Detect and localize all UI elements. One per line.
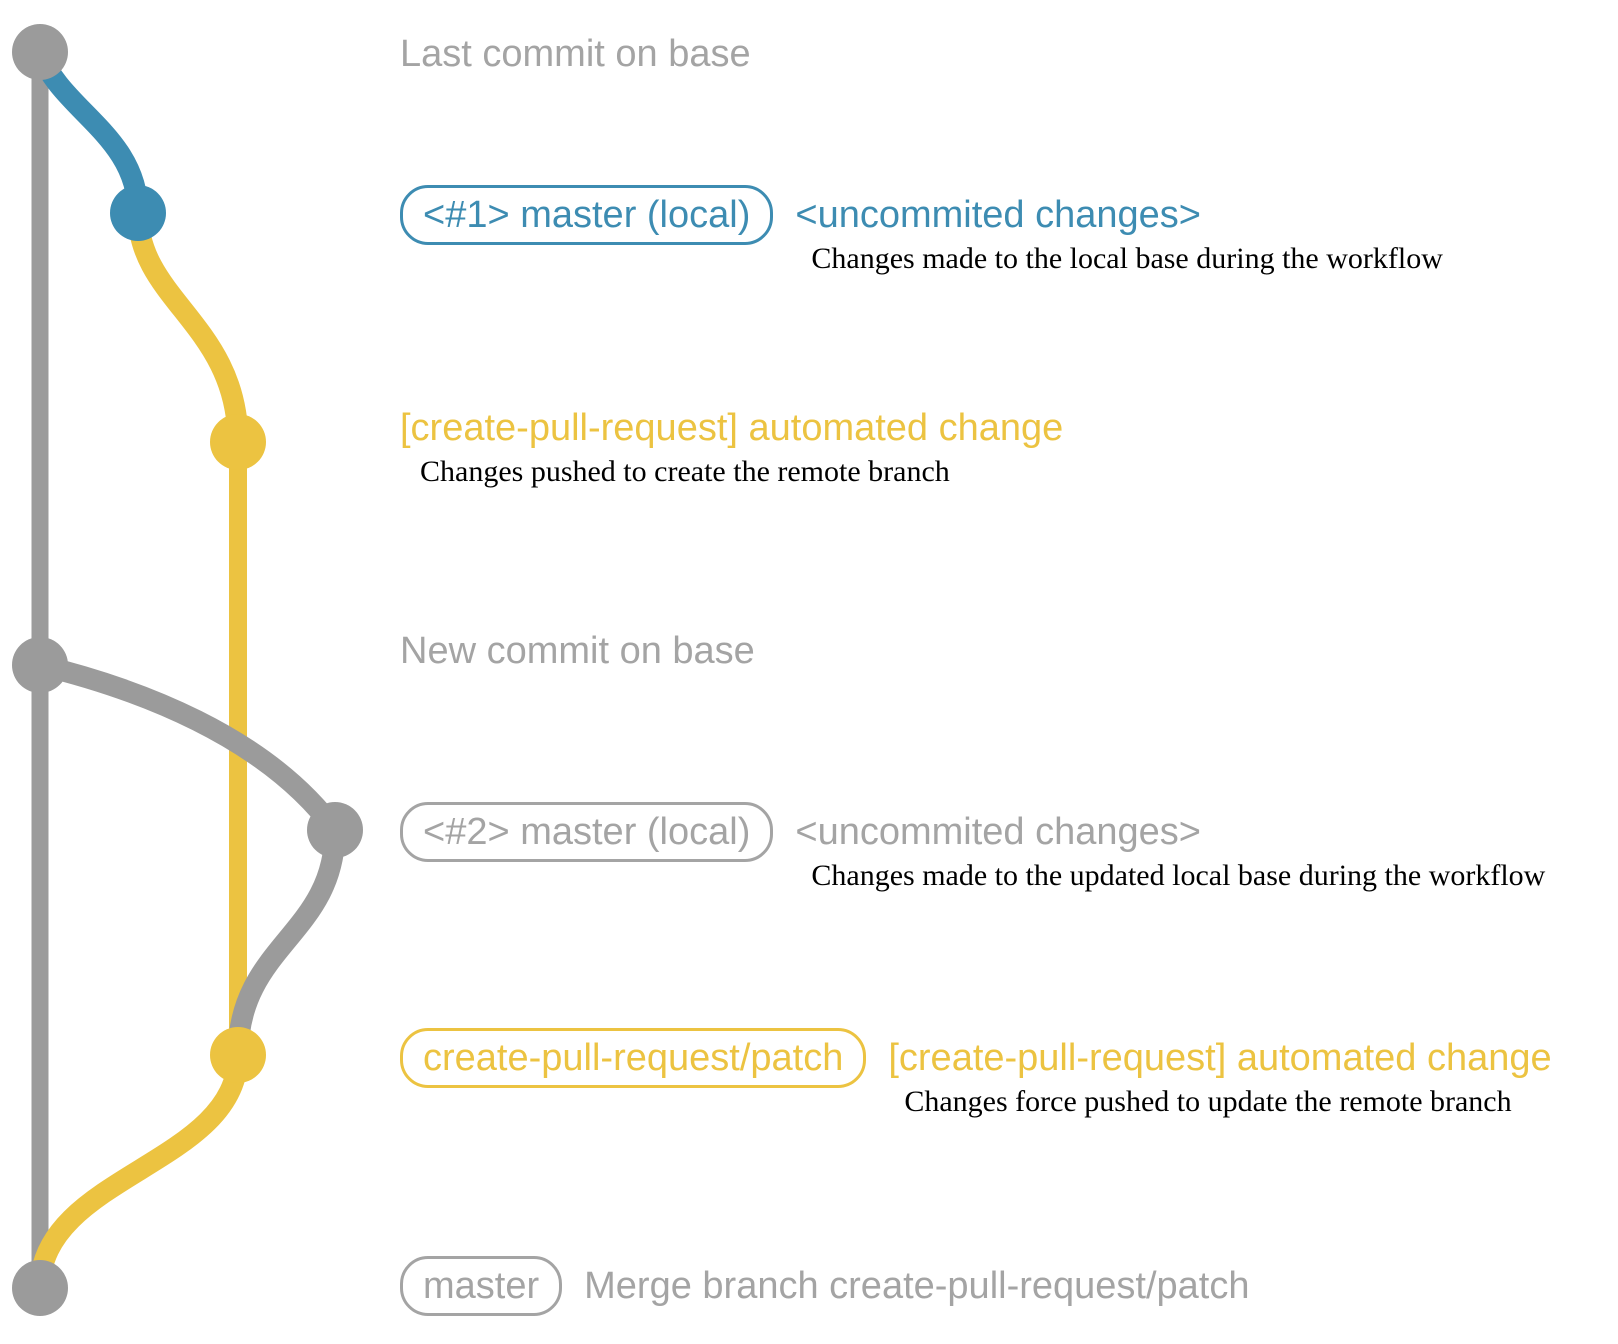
message-merge-branch: Merge branch create-pull-request/patch [584,1265,1250,1307]
row-commit1: <#1> master (local) <uncommited changes>… [400,185,1443,276]
row-push2: create-pull-request/patch [create-pull-r… [400,1028,1552,1119]
row-push1: [create-pull-request] automated change C… [400,406,1063,489]
push2-texts: [create-pull-request] automated change C… [888,1036,1551,1119]
message-uncommitted-changes-2: <uncommited changes> [795,811,1201,853]
commit-node-patch-1 [210,414,266,470]
message-automated-change-1: [create-pull-request] automated change [400,407,1064,449]
commit-node-patch-2 [210,1027,266,1083]
message-automated-change-2: [create-pull-request] automated change [888,1037,1552,1079]
commit-node-local-1 [110,185,166,241]
badge-master-local-2: <#2> master (local) [400,802,774,862]
note-push2: Changes force pushed to update the remot… [904,1085,1512,1118]
local-commit1-curve [29,41,149,224]
commit2-texts: <uncommited changes> Changes made to the… [795,810,1545,893]
base-update-curve [29,654,346,841]
row-commit2: <#2> master (local) <uncommited changes>… [400,802,1545,893]
commit1-texts: <uncommited changes> Changes made to the… [795,193,1443,276]
badge-master-local-1: <#1> master (local) [400,185,774,245]
commit-node-local-2 [307,802,363,858]
label-last-commit-on-base: Last commit on base [400,33,751,75]
push1-texts: [create-pull-request] automated change C… [400,406,1063,489]
patch-merge-curve [29,1044,249,1299]
message-uncommitted-changes-1: <uncommited changes> [795,194,1201,236]
patch-branch-curve [127,202,249,453]
label-new-commit-on-base: New commit on base [400,630,755,672]
force-push-curve [227,819,346,1066]
commit-node-last-base [12,24,68,80]
note-commit2: Changes made to the updated local base d… [811,859,1546,892]
badge-master: master [400,1256,563,1316]
badge-create-pull-request-patch: create-pull-request/patch [400,1028,867,1088]
note-push1: Changes pushed to create the remote bran… [420,455,950,488]
commit-node-merge [12,1260,68,1316]
note-commit1: Changes made to the local base during th… [811,242,1443,275]
commit-node-new-base [12,637,68,693]
row-merge: master Merge branch create-pull-request/… [400,1256,1250,1316]
